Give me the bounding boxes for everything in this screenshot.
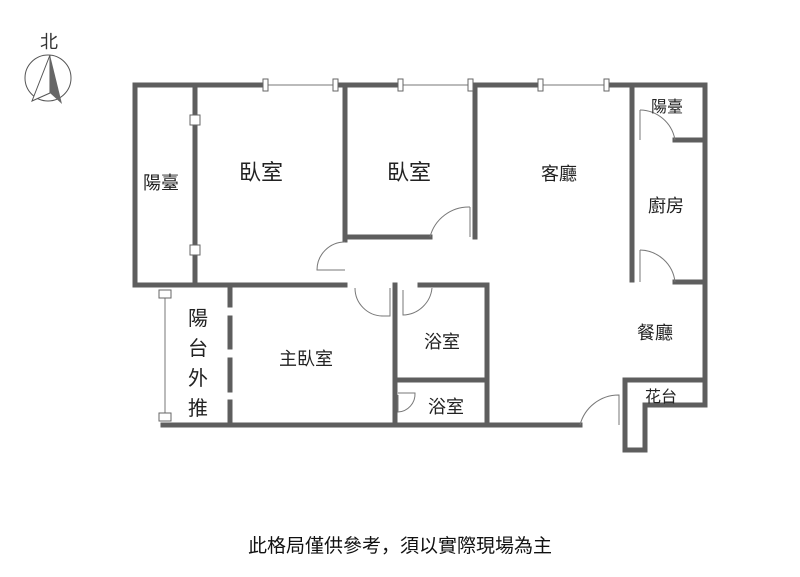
room-kitchen: 廚房 [648,196,684,217]
room-balcony-west: 陽臺 [143,173,179,194]
room-balcony-east: 陽臺 [651,97,684,116]
room-bathroom-1: 浴室 [424,332,460,353]
room-living-room: 客廳 [541,164,577,185]
room-bedroom-2: 臥室 [387,161,432,186]
room-bathroom-2: 浴室 [428,397,464,418]
doors [316,109,676,426]
room-master-bedroom: 主臥室 [279,349,333,370]
disclaimer-caption: 此格局僅供參考，須以實際現場為主 [247,535,552,557]
north-label: 北 [40,32,58,53]
room-flower-bed: 花台 [645,387,678,406]
room-balcony-outward: 陽台外推 [188,306,208,420]
windows [158,78,610,422]
room-bedroom-1: 臥室 [239,161,284,186]
room-dining-room: 餐廳 [637,323,673,344]
compass-icon [24,54,72,104]
walls [132,82,708,453]
